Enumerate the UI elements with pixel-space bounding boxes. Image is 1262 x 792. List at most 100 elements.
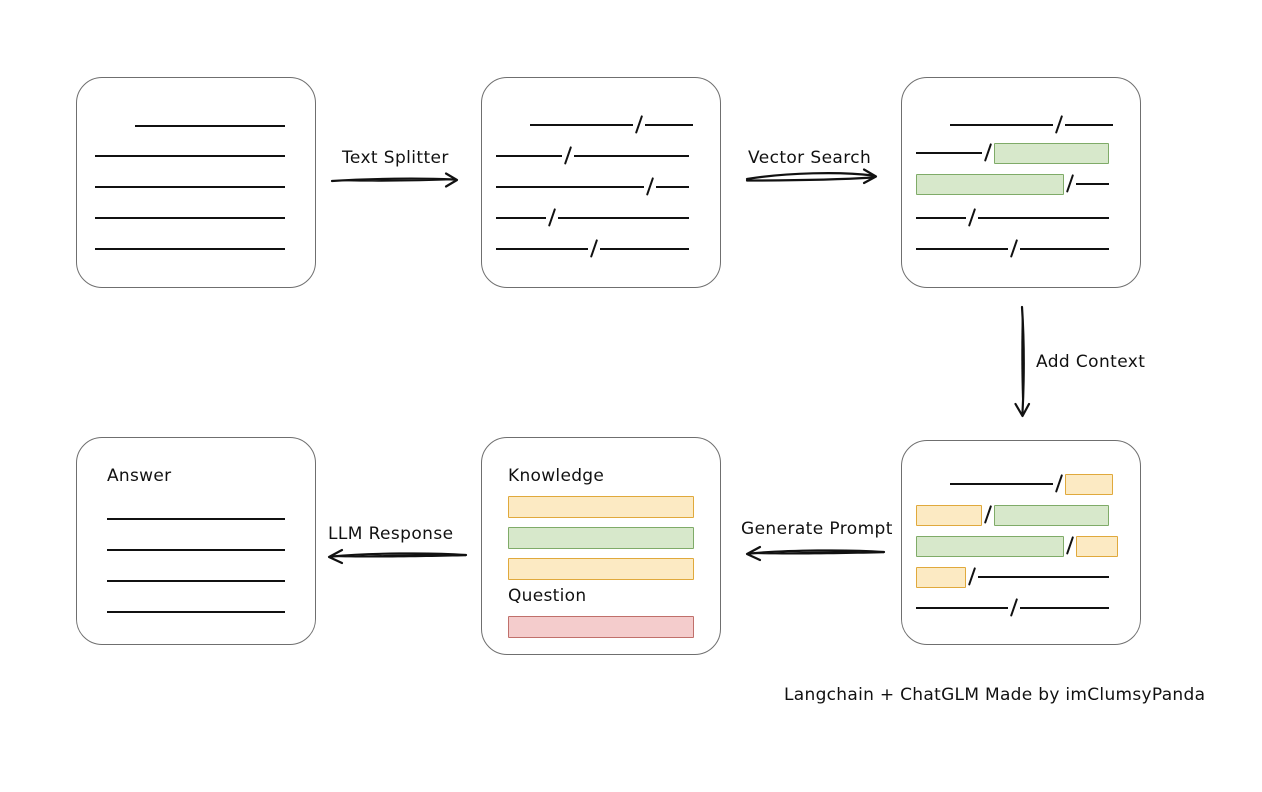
line-segment xyxy=(95,186,285,188)
split-chunks-rows xyxy=(482,78,720,287)
source-document-card[interactable] xyxy=(76,77,316,288)
text-line xyxy=(107,603,285,621)
text-line xyxy=(916,209,1109,227)
line-segment xyxy=(978,217,1109,219)
edge-llm-response-label: LLM Response xyxy=(328,524,454,544)
text-line xyxy=(916,535,1118,557)
source-document-rows xyxy=(77,78,315,287)
line-segment xyxy=(1076,183,1109,185)
text-line xyxy=(95,147,285,165)
line-segment xyxy=(600,248,689,250)
text-line xyxy=(95,178,285,196)
line-segment xyxy=(558,217,689,219)
text-line xyxy=(95,209,285,227)
line-segment xyxy=(645,124,693,126)
text-line xyxy=(496,209,689,227)
chunk-separator xyxy=(562,147,574,166)
chunk-separator xyxy=(633,116,645,135)
line-segment xyxy=(496,217,546,219)
chunk-separator xyxy=(966,568,978,587)
line-segment xyxy=(95,217,285,219)
split-chunks-card[interactable] xyxy=(481,77,721,288)
edge-add-context-arrow xyxy=(1014,305,1031,418)
text-line xyxy=(530,116,693,134)
line-segment xyxy=(107,549,285,551)
edge-generate-prompt-arrow xyxy=(745,545,886,562)
text-line xyxy=(916,240,1109,258)
matched-chunk-highlight xyxy=(994,504,1109,526)
vector-matches-rows xyxy=(902,78,1140,287)
line-segment xyxy=(496,186,644,188)
line-segment xyxy=(656,186,689,188)
prompt-card[interactable]: Knowledge Question xyxy=(481,437,721,655)
chunk-separator xyxy=(1053,475,1065,494)
line-segment xyxy=(950,124,1053,126)
text-line xyxy=(916,142,1109,164)
line-segment xyxy=(916,607,1008,609)
chunk-separator xyxy=(1053,116,1065,135)
answer-title: Answer xyxy=(107,466,172,486)
line-segment xyxy=(978,576,1109,578)
text-line xyxy=(107,510,285,528)
context-chunk-highlight xyxy=(916,566,966,588)
context-chunk-highlight xyxy=(1076,535,1118,557)
edge-generate-prompt-label: Generate Prompt xyxy=(741,519,893,539)
chunk-separator xyxy=(1008,240,1020,259)
line-segment xyxy=(107,611,285,613)
text-line xyxy=(135,117,285,135)
answer-rows xyxy=(77,438,315,644)
text-line xyxy=(496,147,689,165)
text-line xyxy=(916,504,1109,526)
line-segment xyxy=(95,155,285,157)
line-segment xyxy=(107,518,285,520)
chunk-separator xyxy=(546,209,558,228)
context-chunk-highlight xyxy=(916,504,982,526)
text-line xyxy=(916,599,1109,617)
text-line xyxy=(107,541,285,559)
chunk-separator xyxy=(588,240,600,259)
text-line xyxy=(95,240,285,258)
edge-text-splitter-arrow xyxy=(330,172,459,188)
line-segment xyxy=(496,155,562,157)
line-segment xyxy=(916,248,1008,250)
matched-chunk-highlight xyxy=(994,142,1109,164)
knowledge-bar xyxy=(508,496,694,518)
line-segment xyxy=(107,580,285,582)
line-segment xyxy=(1020,248,1109,250)
chunk-separator xyxy=(1064,175,1076,194)
matched-chunk-highlight xyxy=(916,535,1064,557)
line-segment xyxy=(916,152,982,154)
chunk-separator xyxy=(966,209,978,228)
knowledge-bar xyxy=(508,558,694,580)
text-line xyxy=(107,572,285,590)
context-chunk-highlight xyxy=(1065,473,1113,495)
chunk-separator xyxy=(1008,599,1020,618)
edge-vector-search-label: Vector Search xyxy=(748,148,872,168)
edge-llm-response-arrow xyxy=(327,548,468,565)
line-segment xyxy=(530,124,633,126)
text-line xyxy=(916,173,1109,195)
footer-credit: Langchain + ChatGLM Made by imClumsyPand… xyxy=(784,685,1206,705)
vector-matches-card[interactable] xyxy=(901,77,1141,288)
text-line xyxy=(496,240,689,258)
line-segment xyxy=(574,155,689,157)
line-segment xyxy=(1065,124,1113,126)
chunk-separator xyxy=(644,178,656,197)
answer-card[interactable]: Answer xyxy=(76,437,316,645)
chunk-separator xyxy=(982,506,994,525)
edge-text-splitter-label: Text Splitter xyxy=(342,148,449,168)
line-segment xyxy=(1020,607,1109,609)
line-segment xyxy=(916,217,966,219)
text-line xyxy=(916,566,1109,588)
line-segment xyxy=(950,483,1053,485)
context-chunks-card[interactable] xyxy=(901,440,1141,645)
line-segment xyxy=(496,248,588,250)
edge-add-context-label: Add Context xyxy=(1036,352,1146,372)
matched-chunk-highlight xyxy=(916,173,1064,195)
knowledge-label: Knowledge xyxy=(508,466,605,486)
edge-vector-search-arrow xyxy=(745,168,878,185)
text-line xyxy=(496,178,689,196)
line-segment xyxy=(135,125,285,127)
text-line xyxy=(950,473,1113,495)
